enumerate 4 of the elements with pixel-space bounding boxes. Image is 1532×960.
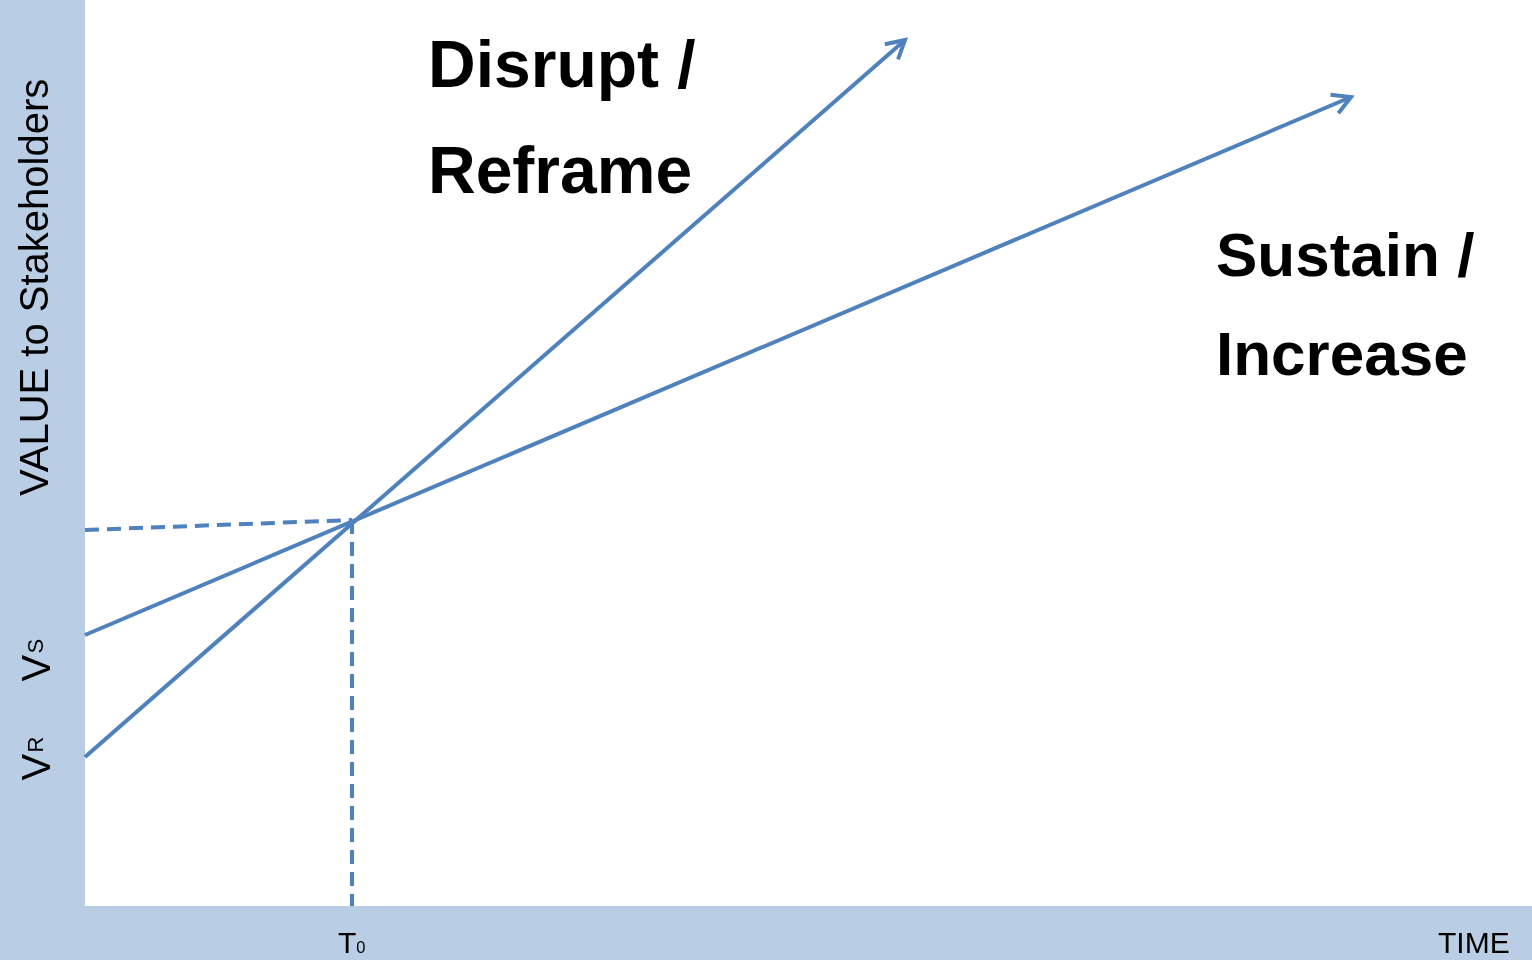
line-label: Disrupt / Reframe: [428, 26, 697, 209]
line-label: Sustain / Increase: [1216, 219, 1476, 391]
axis-title: VALUE to Stakeholders: [14, 77, 54, 496]
axis-title: TIME: [1438, 928, 1510, 958]
